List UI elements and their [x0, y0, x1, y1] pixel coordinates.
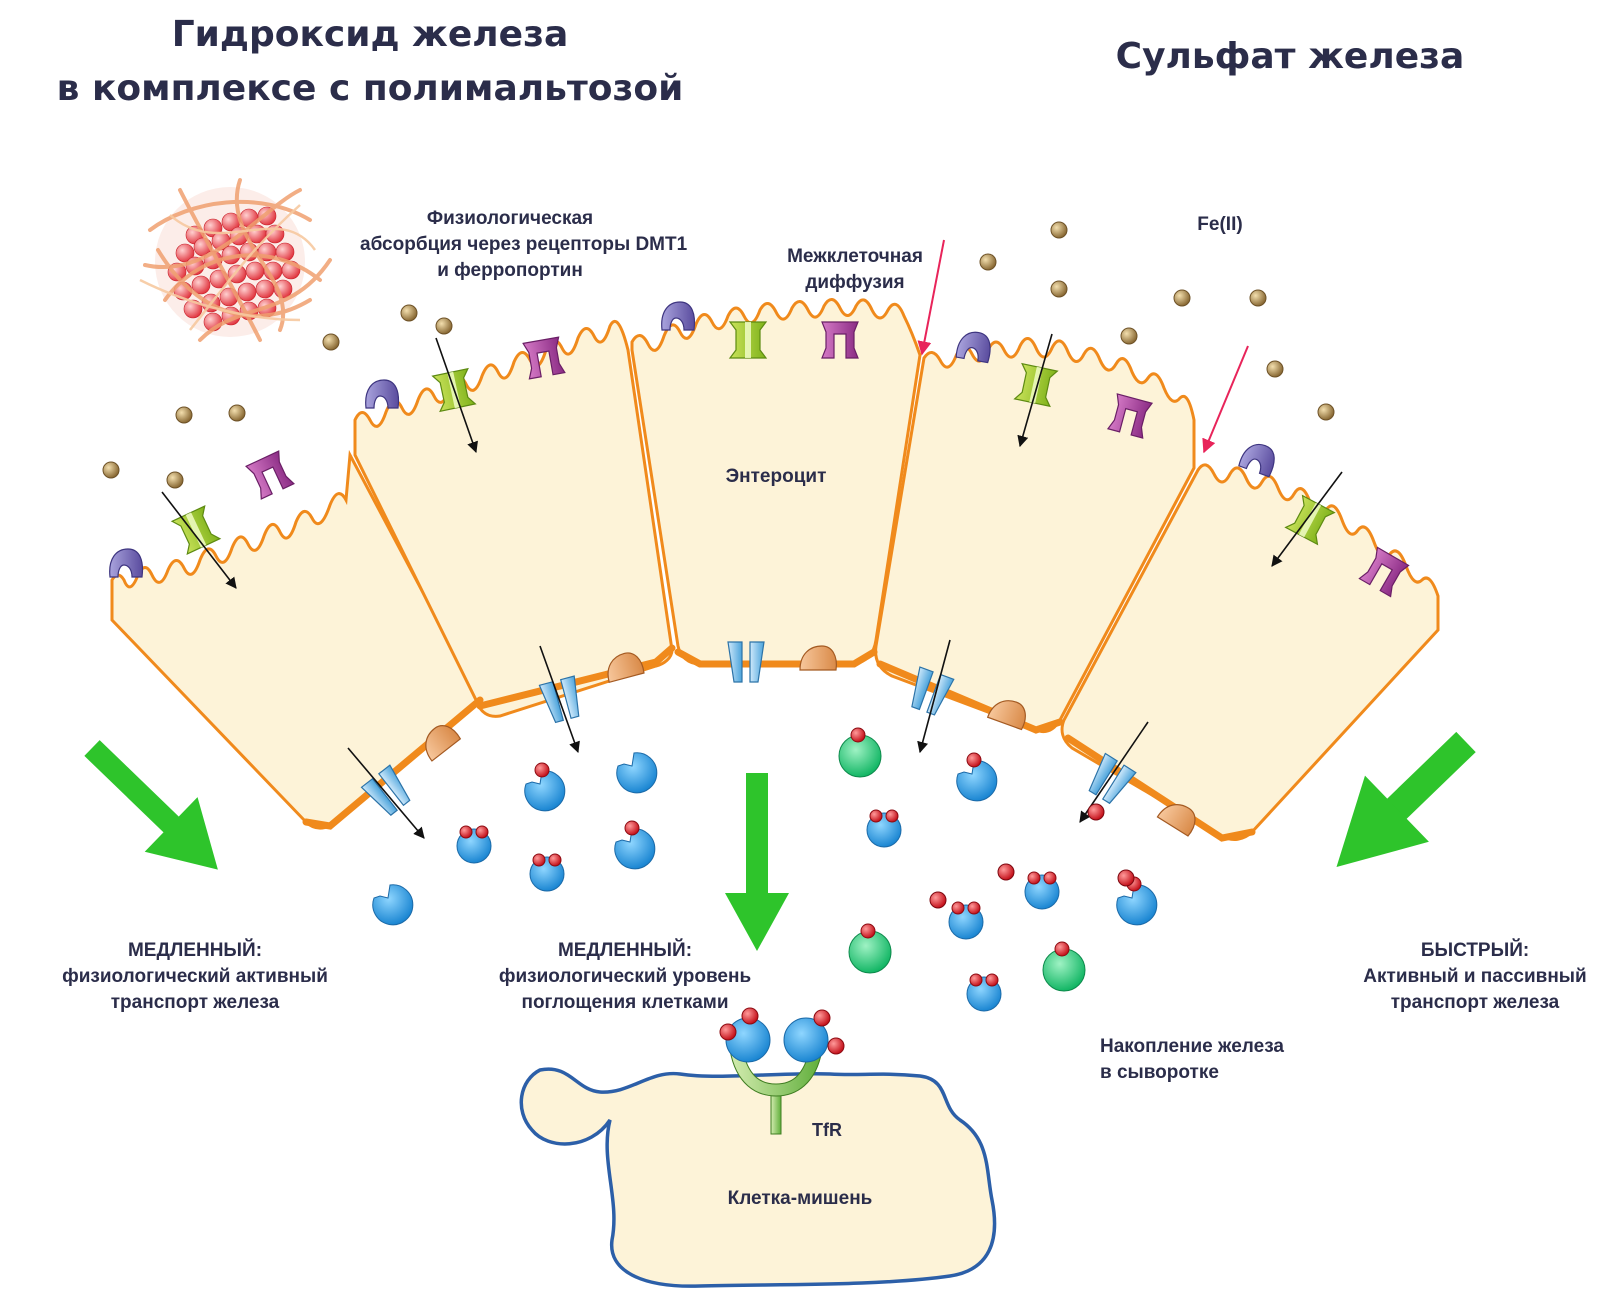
free-iron-dot	[929, 891, 947, 909]
serum-line2: в сыворотке	[1100, 1062, 1219, 1083]
absorption-line2: абсорбция через рецепторы DMT1	[360, 234, 688, 255]
enterocyte-cell-3	[630, 298, 922, 666]
enterocyte-cell-5	[1060, 463, 1440, 841]
dmt1-protein-icon	[365, 379, 400, 409]
title-ipc-line2: в комплексе с полимальтозой	[56, 68, 684, 109]
diffusion-arrow	[917, 239, 945, 356]
slow-left-label: МЕДЛЕННЫЙ: физиологический активный тран…	[40, 938, 350, 1016]
ferritin-icon	[1042, 941, 1086, 992]
slow-left-arrow-icon	[84, 740, 218, 870]
target-cell	[519, 1067, 997, 1288]
slow-mid-label: МЕДЛЕННЫЙ: физиологический уровень погло…	[480, 938, 770, 1016]
fast-right-line1: БЫСТРЫЙ:	[1420, 940, 1530, 961]
transferrin-di-icon	[948, 901, 984, 940]
transferrin-di-icon	[966, 973, 1002, 1012]
fe-particle	[102, 461, 120, 479]
transferrin-di-icon	[456, 825, 492, 864]
dmt1-protein-icon	[109, 548, 144, 578]
title-sulfate: Сульфат железа	[1115, 36, 1465, 77]
diffusion-arrows	[917, 239, 1249, 454]
transferrin-mono-icon	[956, 752, 998, 802]
transferrin-di-icon	[1024, 871, 1060, 910]
free-iron-dot	[1117, 869, 1135, 887]
slow-mid-line3: поглощения клетками	[521, 992, 729, 1013]
diffusion-arrow	[1202, 345, 1249, 454]
fe-particle	[1050, 221, 1068, 239]
tfr-receptor-icon	[719, 1007, 845, 1135]
flow-arrows	[84, 731, 1476, 951]
slow-mid-line2: физиологический уровень	[498, 966, 752, 987]
ferritin-icon	[838, 727, 882, 778]
fast-right-label: БЫСТРЫЙ: Активный и пассивный транспорт …	[1350, 938, 1600, 1016]
absorption-line3: и ферропортин	[437, 260, 583, 281]
export-arrow	[917, 639, 951, 754]
fast-right-line2: Активный и пассивный	[1363, 966, 1587, 987]
fe2-label: Fe(II)	[1197, 214, 1243, 235]
slow-middle-arrow-icon	[725, 773, 789, 951]
export-arrow	[539, 645, 580, 754]
enterocyte-label: Энтероцит	[726, 466, 827, 487]
transferrin-mono-icon	[614, 820, 656, 870]
enterocyte-cell-1	[110, 449, 482, 830]
free-iron-dot	[1087, 803, 1105, 821]
tfr-label: TfR	[812, 1120, 842, 1140]
fe-particle	[435, 317, 453, 335]
ipc-complex-icon	[139, 178, 332, 342]
free-iron	[929, 803, 1135, 909]
uptake-arrow	[435, 337, 478, 454]
slow-left-line3: транспорт железа	[110, 992, 280, 1013]
ferritin-molecules	[838, 727, 1086, 992]
absorption-label: Физиологическая абсорбция через рецептор…	[360, 206, 688, 284]
apo-transferrin-icon	[372, 884, 414, 926]
fe-particle	[228, 404, 246, 422]
dmt1-protein-icon	[661, 301, 696, 331]
fe-particles	[102, 221, 1335, 489]
fast-right-arrow-icon	[1336, 731, 1476, 868]
absorption-line1: Физиологическая	[426, 208, 594, 229]
uptake-arrow	[161, 491, 237, 589]
target-cell-label: Клетка-мишень	[728, 1188, 873, 1209]
slow-left-line2: физиологический активный	[62, 966, 328, 987]
diffusion-line1: Межклеточная	[787, 246, 923, 267]
fe-particle	[166, 471, 184, 489]
uptake-arrow	[1017, 333, 1053, 448]
slow-left-line1: МЕДЛЕННЫЙ:	[127, 940, 263, 961]
transport-arrows	[161, 333, 1343, 839]
fe-particle	[175, 406, 193, 424]
fe-particle	[1317, 403, 1335, 421]
enterocyte-cell-2	[353, 320, 674, 718]
fast-right-line3: транспорт железа	[1390, 992, 1560, 1013]
serum-label: Накопление железа в сыворотке	[1100, 1034, 1310, 1086]
transferrin-di-icon	[866, 809, 902, 848]
fe-particle	[400, 304, 418, 322]
fe-particle	[322, 333, 340, 351]
fe-particle	[1120, 327, 1138, 345]
ferritin-icon	[848, 923, 892, 974]
transferrin-di-icon	[529, 853, 565, 892]
enterocyte-cell-4	[874, 337, 1196, 734]
fe-particle	[979, 253, 997, 271]
villi-channel-icon	[729, 321, 767, 359]
diffusion-label: Межклеточная диффузия	[770, 244, 940, 296]
dmt1-protein-icon	[1237, 438, 1280, 478]
title-ipc: Гидроксид железа в комплексе с полимальт…	[40, 8, 700, 116]
purple-channel-icon	[245, 450, 295, 500]
fe-particle	[1050, 280, 1068, 298]
apo-transferrin-icon	[616, 752, 658, 794]
serum-line1: Накопление железа	[1100, 1036, 1284, 1057]
export-arrow	[347, 747, 425, 839]
transferrin-molecules	[372, 752, 1158, 1012]
diffusion-line2: диффузия	[805, 272, 905, 293]
fe-particle	[1249, 289, 1267, 307]
transferrin-mono-icon	[524, 762, 566, 812]
fe-particle	[1173, 289, 1191, 307]
enterocytes	[110, 298, 1440, 842]
title-ipc-line1: Гидроксид железа	[171, 14, 569, 55]
slow-mid-line1: МЕДЛЕННЫЙ:	[557, 940, 693, 961]
free-iron-dot	[997, 863, 1015, 881]
fe-particle	[1266, 360, 1284, 378]
uptake-arrow	[1271, 471, 1343, 567]
